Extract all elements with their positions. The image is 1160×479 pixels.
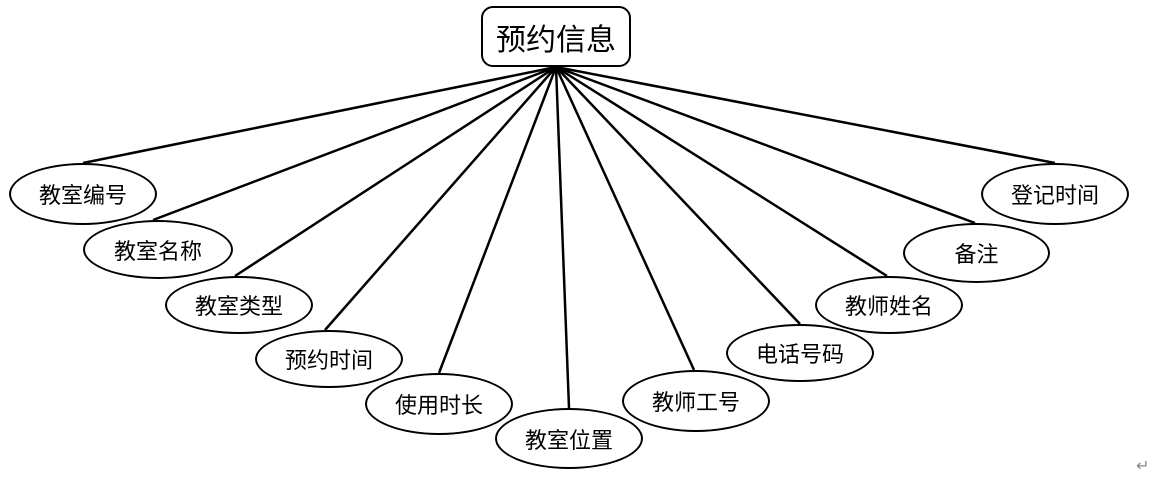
connector-line [437, 66, 558, 374]
attribute-node: 教师姓名 [815, 276, 963, 334]
connector-line [152, 65, 557, 222]
entity-label: 预约信息 [496, 22, 616, 58]
attribute-label: 预约时间 [284, 349, 373, 374]
attribute-label: 登记时间 [1010, 184, 1099, 209]
attribute-node: 教室编号 [9, 163, 157, 225]
connector-line [555, 65, 888, 278]
connector-line [555, 65, 976, 225]
connector-line [555, 65, 1056, 165]
attribute-label: 电话号码 [755, 343, 844, 368]
attribute-label: 教师工号 [651, 391, 740, 416]
connector-line [82, 65, 557, 165]
attribute-label: 教室编号 [38, 184, 127, 209]
attribute-node: 电话号码 [726, 324, 874, 382]
entity-node: 预约信息 [481, 6, 631, 67]
connector-line [555, 66, 801, 325]
attribute-node: 教室类型 [165, 276, 313, 334]
attribute-node: 教室名称 [83, 220, 233, 279]
connector-line [554, 66, 696, 371]
attribute-label: 使用时长 [394, 394, 483, 419]
attribute-label: 教室类型 [194, 295, 283, 320]
attribute-node: 教室位置 [495, 408, 643, 469]
connector-line [554, 66, 571, 409]
attribute-node: 教师工号 [622, 370, 770, 432]
attribute-label: 教室名称 [113, 239, 202, 265]
attribute-label: 教室位置 [524, 428, 613, 454]
attribute-node: 备注 [903, 223, 1050, 283]
attribute-label: 教师姓名 [844, 295, 933, 320]
attribute-node: 预约时间 [255, 330, 403, 388]
attribute-label: 备注 [954, 243, 999, 268]
paragraph-mark-icon: ↵ [1136, 456, 1150, 475]
attribute-node: 使用时长 [365, 373, 513, 435]
connector-line [234, 65, 557, 278]
connector-line [324, 66, 557, 331]
attribute-node: 登记时间 [981, 163, 1129, 225]
